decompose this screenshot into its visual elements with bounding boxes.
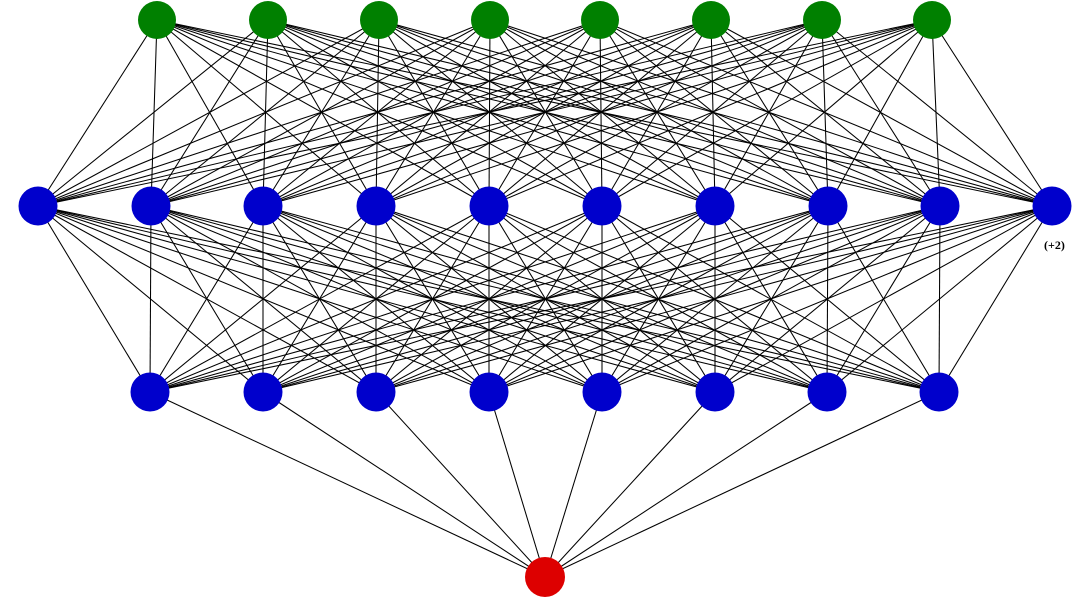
hidden1-node-5 — [469, 186, 509, 226]
hidden1-node-2 — [131, 186, 171, 226]
edge-l2-9-to-l3-1 — [149, 205, 941, 393]
edge-l2-4-to-l3-1 — [149, 205, 377, 393]
edge-l1-4-to-l2-6 — [489, 19, 603, 207]
edge-l1-2-to-l2-4 — [267, 19, 377, 207]
edge-l1-3-to-l2-6 — [378, 19, 603, 207]
edge-l2-3-to-l3-1 — [149, 205, 264, 393]
hidden2-node-2 — [243, 372, 283, 412]
input-node-6 — [692, 1, 730, 39]
edge-l1-3-to-l2-5 — [378, 19, 490, 207]
edge-l2-6-to-l3-1 — [149, 205, 603, 393]
edge-l3-5-to-l4-1 — [544, 391, 603, 578]
input-node-5 — [581, 1, 619, 39]
edge-l2-10-to-l3-3 — [375, 205, 1053, 393]
edge-l2-10-to-l3-6 — [714, 205, 1053, 393]
edge-l1-8-to-l2-8 — [827, 19, 933, 207]
edge-l1-6-to-l2-8 — [710, 19, 829, 207]
edge-l1-4-to-l2-7 — [489, 19, 716, 207]
hidden2-node-5 — [582, 372, 622, 412]
hidden1-node-1 — [18, 186, 58, 226]
edge-l1-3-to-l2-1 — [37, 19, 380, 207]
edge-l2-5-to-l3-1 — [149, 205, 490, 393]
edge-l1-8-to-l2-7 — [714, 19, 933, 207]
edge-l1-7-to-l2-10 — [821, 19, 1053, 207]
edge-l2-1-to-l3-1 — [37, 205, 151, 393]
edge-l1-8-to-l2-1 — [37, 19, 933, 207]
edge-l1-1-to-l2-1 — [37, 19, 158, 207]
edge-l1-8-to-l2-2 — [150, 19, 933, 207]
input-node-8 — [913, 1, 951, 39]
edge-l3-3-to-l4-1 — [375, 391, 546, 578]
hidden2-node-3 — [356, 372, 396, 412]
hidden1-node-8 — [808, 186, 848, 226]
edge-layer — [37, 19, 1053, 578]
output-node-1 — [525, 557, 565, 597]
edge-l1-5-to-l2-8 — [599, 19, 829, 207]
edge-l1-8-to-l2-5 — [488, 19, 933, 207]
input-node-1 — [138, 1, 176, 39]
input-node-7 — [803, 1, 841, 39]
edge-l1-8-to-l2-10 — [931, 19, 1053, 207]
hidden1-node-3 — [243, 186, 283, 226]
hidden2-node-6 — [695, 372, 735, 412]
edge-l1-1-to-l2-5 — [156, 19, 490, 207]
hidden2-node-1 — [130, 372, 170, 412]
edge-l1-7-to-l2-7 — [714, 19, 823, 207]
edge-l3-6-to-l4-1 — [544, 391, 716, 578]
hidden1-node-6 — [582, 186, 622, 226]
edge-l1-8-to-l2-3 — [262, 19, 933, 207]
hidden2-node-8 — [919, 372, 959, 412]
edge-l1-4-to-l2-5 — [488, 19, 491, 207]
hidden-layer-overflow-note: (+2) — [1044, 238, 1065, 252]
edge-l2-10-to-l3-7 — [826, 205, 1053, 393]
hidden2-node-7 — [807, 372, 847, 412]
edge-l1-8-to-l2-9 — [931, 19, 941, 207]
hidden2-node-4 — [469, 372, 509, 412]
edge-l1-8-to-l2-4 — [375, 19, 933, 207]
edge-l2-2-to-l3-1 — [149, 205, 152, 393]
edge-l1-7-to-l2-1 — [37, 19, 823, 207]
edge-l1-4-to-l2-8 — [489, 19, 829, 207]
edge-l1-2-to-l2-5 — [267, 19, 490, 207]
edge-l2-8-to-l3-1 — [149, 205, 829, 393]
edge-l1-6-to-l2-1 — [37, 19, 712, 207]
edge-l2-10-to-l3-1 — [149, 205, 1053, 393]
edge-l1-3-to-l2-8 — [378, 19, 829, 207]
input-node-4 — [471, 1, 509, 39]
edge-l1-3-to-l2-4 — [375, 19, 380, 207]
edge-l2-10-to-l3-2 — [262, 205, 1053, 393]
edge-l3-4-to-l4-1 — [488, 391, 546, 578]
edge-l1-1-to-l2-6 — [156, 19, 603, 207]
edge-l1-4-to-l2-9 — [489, 19, 941, 207]
node-layer — [18, 1, 1072, 597]
edge-l2-7-to-l3-1 — [149, 205, 716, 393]
input-node-2 — [249, 1, 287, 39]
edge-l1-3-to-l2-7 — [378, 19, 716, 207]
edge-l3-1-to-l4-1 — [149, 391, 546, 578]
edge-l1-5-to-l2-7 — [599, 19, 716, 207]
hidden1-node-10 — [1032, 186, 1072, 226]
edge-l1-4-to-l2-4 — [375, 19, 491, 207]
edge-l2-10-to-l3-5 — [601, 205, 1053, 393]
edge-l3-2-to-l4-1 — [262, 391, 546, 578]
edge-l1-2-to-l2-7 — [267, 19, 716, 207]
edge-l1-1-to-l2-4 — [156, 19, 377, 207]
edge-l2-10-to-l3-4 — [488, 205, 1053, 393]
edge-l1-8-to-l2-6 — [601, 19, 933, 207]
hidden1-node-9 — [920, 186, 960, 226]
input-node-3 — [360, 1, 398, 39]
edge-l1-4-to-l2-1 — [37, 19, 491, 207]
edge-l1-2-to-l2-6 — [267, 19, 603, 207]
edge-l1-2-to-l2-1 — [37, 19, 269, 207]
edge-l1-7-to-l2-8 — [821, 19, 829, 207]
edge-l3-7-to-l4-1 — [544, 391, 828, 578]
hidden1-node-7 — [695, 186, 735, 226]
edge-l2-10-to-l3-8 — [938, 205, 1053, 393]
hidden1-node-4 — [356, 186, 396, 226]
edge-l1-7-to-l2-9 — [821, 19, 941, 207]
edge-l3-8-to-l4-1 — [544, 391, 940, 578]
edge-l1-5-to-l2-1 — [37, 19, 601, 207]
